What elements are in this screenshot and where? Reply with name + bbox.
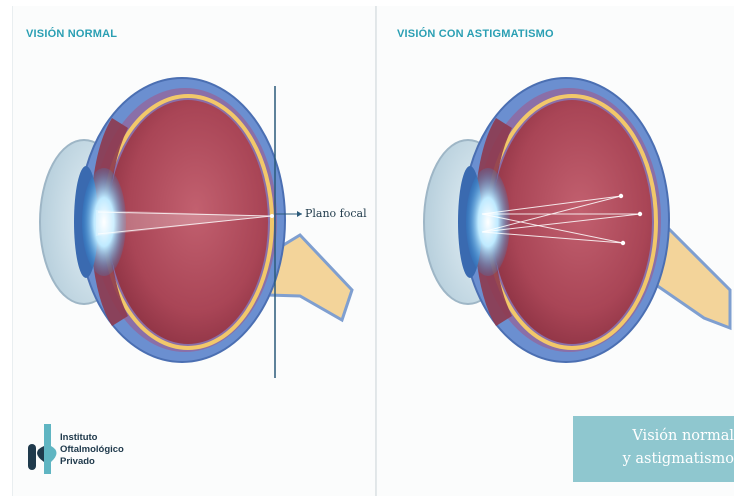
brand-line: Instituto (60, 432, 124, 444)
brand-logo-icon (28, 424, 57, 474)
focal-point (638, 212, 642, 216)
focal-plane-label: Plano focal (305, 207, 367, 220)
focal-point (270, 214, 274, 218)
brand-line: Privado (60, 456, 124, 468)
focal-point (619, 194, 623, 198)
pointer-arrow-icon (297, 211, 302, 217)
focal-point (621, 241, 625, 245)
brand-name: Instituto Oftalmológico Privado (60, 432, 124, 468)
caption-text: Visión normal y astigmatismo (584, 425, 734, 471)
normal-eye (40, 78, 352, 378)
caption-line: Visión normal (584, 425, 734, 448)
brand-line: Oftalmológico (60, 444, 124, 456)
astigmatic-eye (424, 78, 730, 362)
caption-line: y astigmatismo (584, 448, 734, 471)
lens (466, 168, 510, 276)
